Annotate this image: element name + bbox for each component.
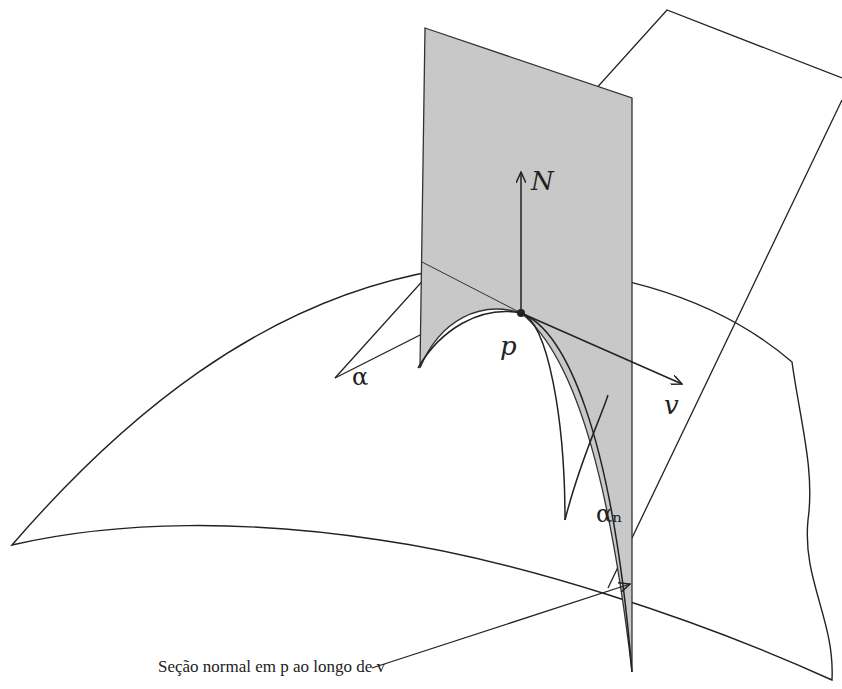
curve-alpha: [418, 312, 565, 520]
curve-name: αₙ: [596, 502, 623, 526]
tangent-plane: [335, 330, 430, 378]
curve-name: α: [352, 365, 368, 389]
vector-name: v: [664, 392, 679, 418]
normal-vector: [520, 172, 522, 313]
caption-note: Seção normal em p ao longo de v: [158, 658, 385, 675]
tangent-plane: [608, 100, 842, 588]
point-name: p: [500, 333, 517, 359]
vector-name: N: [531, 168, 554, 194]
normal-section-curve: [521, 313, 632, 672]
normal-plane: [420, 28, 632, 672]
tangent-line: [422, 262, 521, 313]
point-p: [517, 309, 525, 317]
leader-line: [372, 584, 630, 668]
tangent-vector: [521, 313, 682, 384]
